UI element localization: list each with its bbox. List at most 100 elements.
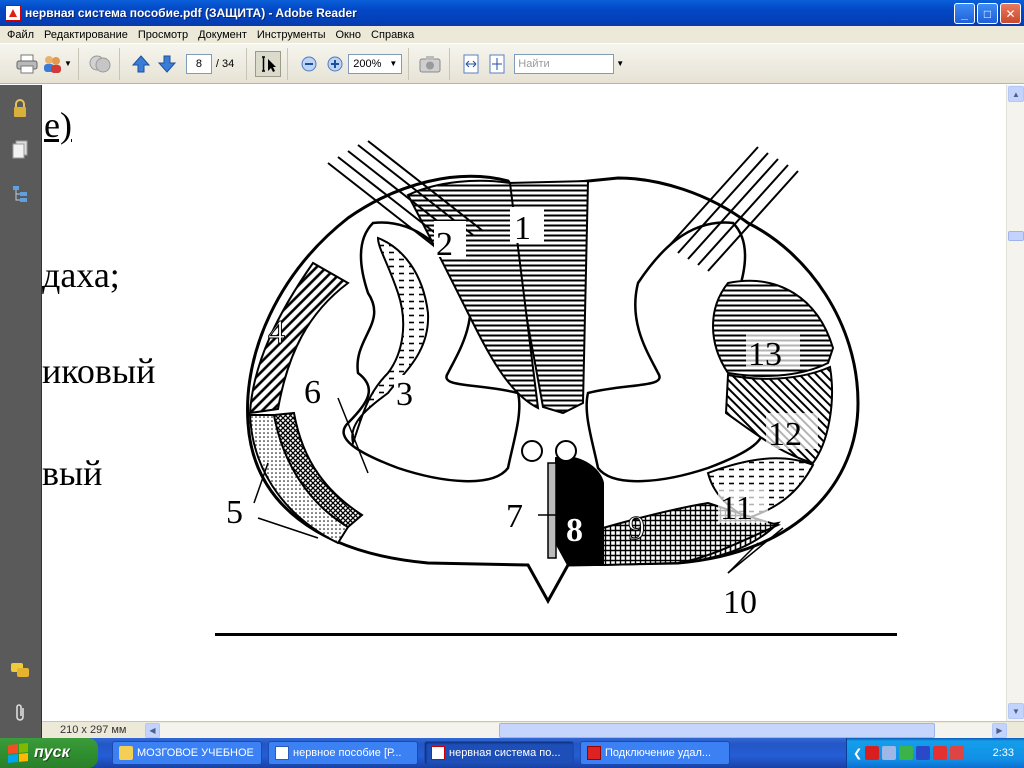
central-canal-right (555, 440, 577, 462)
menu-file[interactable]: Файл (7, 28, 35, 41)
menu-window[interactable]: Окно (335, 28, 362, 41)
horizontal-scroll-thumb[interactable] (499, 722, 935, 738)
tray-expand-icon[interactable]: ❮ (853, 747, 863, 760)
arrow-down-icon (157, 55, 177, 73)
close-button[interactable]: ✕ (1000, 3, 1021, 24)
start-button[interactable]: пуск (0, 738, 98, 768)
security-icon[interactable] (933, 746, 948, 760)
select-tools (249, 47, 289, 80)
scroll-down-icon[interactable]: ▼ (1008, 703, 1024, 719)
menu-tools[interactable]: Инструменты (256, 28, 326, 41)
task-remote-connection[interactable]: Подключение удал... (580, 741, 730, 765)
zoom-out-icon (301, 56, 317, 71)
clock: 2:33 (992, 747, 1014, 759)
task-label: нервная система по... (449, 747, 561, 759)
vertical-scrollbar[interactable]: ▲ ▼ (1006, 85, 1024, 721)
print-button[interactable] (14, 51, 40, 77)
label-8: 8 (566, 512, 583, 549)
menu-document[interactable]: Документ (198, 28, 247, 41)
figure-labels: 1 2 3 4 5 6 7 8 9 10 11 12 13 (226, 207, 818, 621)
next-page-button[interactable] (154, 51, 180, 77)
collaborate-button[interactable] (40, 51, 66, 77)
navigation-tools: 8 / 34 (122, 47, 248, 80)
label-7: 7 (506, 498, 523, 535)
search-input[interactable]: Найти (514, 53, 615, 74)
page-total: / 34 (215, 57, 235, 70)
scroll-left-icon[interactable]: ◀ (145, 722, 160, 738)
gray-matter-left (342, 221, 521, 483)
zoom-out-button[interactable] (296, 51, 322, 77)
doc-text-line-2: даха; (42, 255, 120, 295)
bluetooth-icon[interactable] (916, 746, 931, 760)
pdf-app-icon[interactable] (5, 5, 21, 21)
start-label: пуск (34, 744, 70, 761)
task-adobe-reader[interactable]: нервная система по... (424, 741, 574, 765)
horizontal-scrollbar[interactable]: ◀ ▶ (145, 722, 1007, 738)
label-5: 5 (226, 494, 243, 531)
maximize-button[interactable]: □ (977, 3, 998, 24)
file-tools: ▼ (8, 47, 79, 80)
horizontal-rule (215, 633, 897, 636)
zoom-in-button[interactable] (322, 51, 348, 77)
label-10: 10 (723, 584, 757, 621)
fit-width-icon (463, 54, 479, 73)
pdf-icon (431, 746, 445, 760)
fit-page-button[interactable] (484, 51, 510, 77)
network-icon[interactable] (882, 746, 897, 760)
printer-icon (16, 54, 38, 73)
region-7 (547, 462, 557, 559)
search-dropdown-icon[interactable]: ▼ (616, 59, 625, 68)
chevron-down-icon[interactable]: ▼ (389, 59, 398, 68)
task-label: Подключение удал... (605, 747, 712, 759)
fit-width-button[interactable] (458, 51, 484, 77)
page-dimensions: 210 x 297 мм (60, 724, 127, 736)
menu-view[interactable]: Просмотр (137, 28, 189, 41)
antivirus-icon[interactable] (865, 746, 880, 760)
title-bar[interactable]: нервная система пособие.pdf (ЗАЩИТА) - A… (0, 0, 1024, 26)
doc-text-line-3: иковый (42, 351, 156, 391)
scroll-right-icon[interactable]: ▶ (992, 722, 1007, 738)
vertical-scroll-thumb[interactable] (1008, 231, 1024, 241)
window-controls: _ □ ✕ (954, 3, 1021, 24)
label-4: 4 (268, 314, 285, 351)
fit-tools: Найти ▼ (452, 48, 634, 80)
update-icon[interactable] (950, 746, 965, 760)
status-bar: 210 x 297 мм ◀ ▶ (42, 721, 1024, 738)
zoom-select[interactable]: 200% ▼ (348, 53, 403, 74)
attachment-icon[interactable] (7, 700, 33, 726)
comments-icon[interactable] (7, 658, 33, 684)
label-6: 6 (304, 374, 321, 411)
snapshot-button[interactable] (417, 51, 443, 77)
region-13 (712, 279, 835, 377)
select-tool-button[interactable] (255, 50, 282, 77)
menu-help[interactable]: Справка (371, 28, 415, 41)
region-4 (248, 261, 350, 415)
arrow-up-icon (131, 54, 151, 72)
lock-icon[interactable] (7, 95, 33, 121)
previous-page-button[interactable] (128, 51, 154, 77)
page-number-input[interactable]: 8 (185, 53, 212, 74)
menu-edit[interactable]: Редактирование (44, 28, 128, 41)
window-title: нервная система пособие.pdf (ЗАЩИТА) - A… (25, 6, 357, 20)
navigation-panel (0, 85, 42, 738)
zoom-in-icon (327, 56, 343, 71)
camera-icon (419, 55, 441, 72)
toolbar: ▼ 8 / 34 (0, 44, 1024, 84)
bookmarks-tree-icon[interactable] (7, 181, 33, 207)
task-folder[interactable]: МОЗГОВОЕ УЧЕБНОЕ (112, 741, 262, 765)
tray-app-icon[interactable] (899, 746, 914, 760)
folder-icon (119, 746, 133, 760)
scroll-up-icon[interactable]: ▲ (1008, 86, 1024, 102)
share-button[interactable] (87, 51, 113, 77)
minimize-button[interactable]: _ (954, 3, 975, 24)
doc-text-line-4: вый (42, 453, 103, 493)
label-9: 9 (628, 510, 645, 547)
task-word[interactable]: нервное пособие [Р... (268, 741, 418, 765)
word-icon (275, 746, 289, 760)
document-view[interactable]: e) даха; иковый вый (42, 85, 1006, 721)
pages-icon[interactable] (7, 137, 33, 163)
collaborate-dropdown-icon[interactable]: ▼ (64, 59, 72, 68)
region-3 (351, 236, 430, 447)
share-icon (89, 55, 111, 72)
